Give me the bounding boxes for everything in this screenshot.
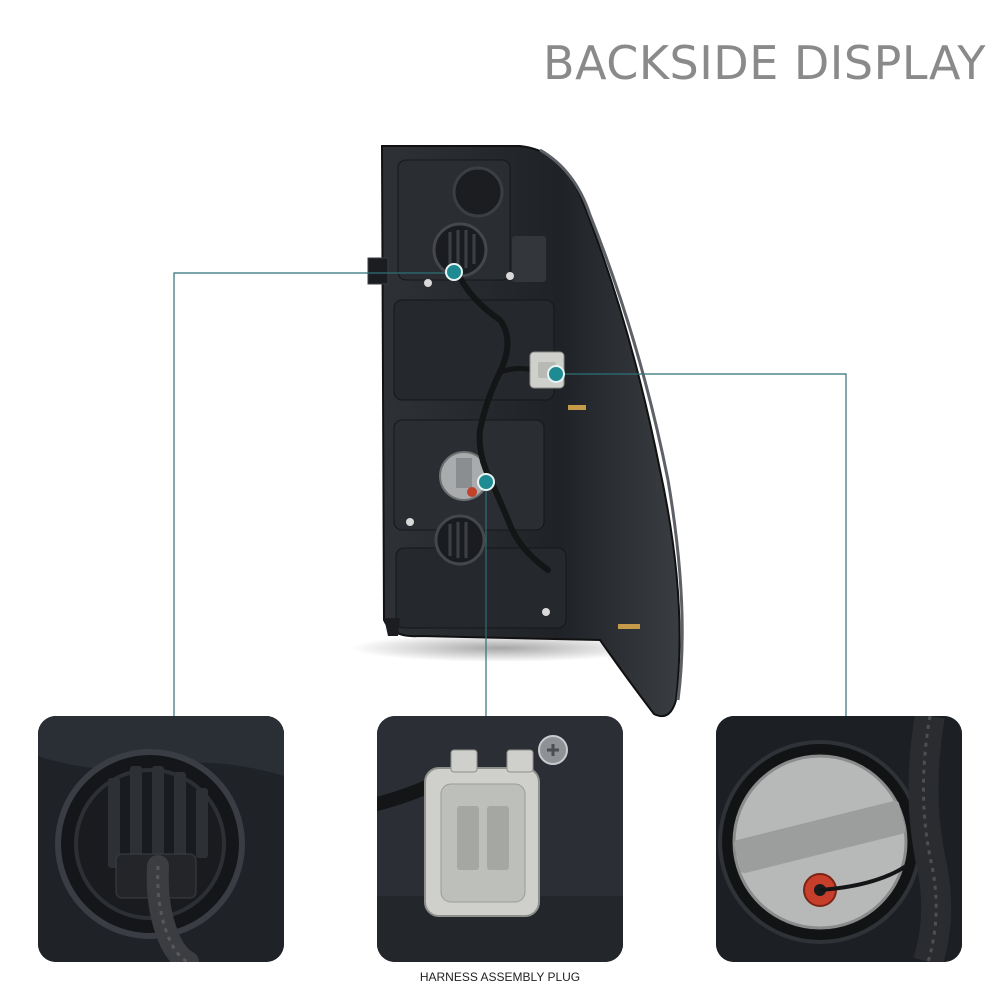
- detail-photo-socket: [38, 716, 284, 962]
- wire-harness: [453, 267, 551, 573]
- socket-top-cap: [452, 166, 504, 218]
- leader-line-right: [556, 373, 847, 716]
- marker-bulb-base: [477, 473, 495, 491]
- harness-plug-caption: HARNESS ASSEMBLY PLUG: [419, 970, 581, 984]
- floor-shadow: [350, 634, 650, 662]
- housing-panel-bottom: [395, 547, 567, 629]
- page-title: BACKSIDE DISPLAY: [543, 36, 986, 90]
- plug-terminal-a: [457, 806, 479, 870]
- lens-edge: [539, 148, 684, 701]
- bottom-tab: [384, 618, 400, 636]
- mount-screws: [406, 272, 550, 616]
- brass-screw: [568, 405, 640, 629]
- bulb-bar: [734, 800, 906, 874]
- detail-photo-bulb-base: [716, 716, 962, 962]
- plug-terminal-b: [487, 806, 509, 870]
- socket-upper-ribs: [448, 230, 476, 268]
- socket-lower-ribs: [448, 522, 468, 558]
- marker-socket: [445, 263, 463, 281]
- housing-block-right: [512, 236, 546, 282]
- bulb-base-bar: [456, 458, 472, 488]
- bulb-base-seal: [467, 487, 477, 497]
- socket-fins: [108, 766, 208, 868]
- marker-harness-plug: [547, 365, 565, 383]
- mounting-clip: [367, 257, 389, 285]
- detail-photo-harness-plug: [377, 716, 623, 962]
- socket-lower: [434, 514, 486, 566]
- wire-lead: [819, 864, 908, 892]
- leader-line-left: [173, 272, 454, 716]
- leader-lines: [173, 272, 847, 716]
